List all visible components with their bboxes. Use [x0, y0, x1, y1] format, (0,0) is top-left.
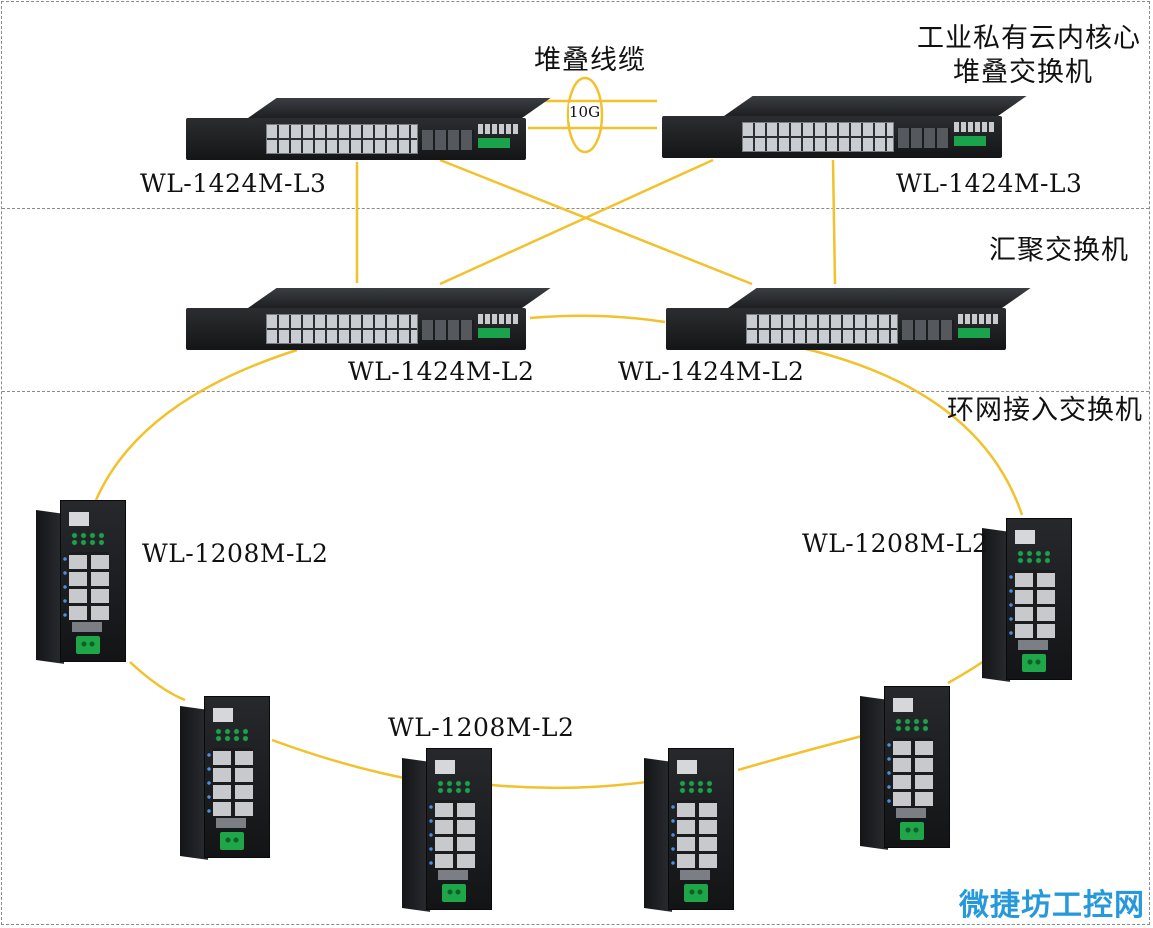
ring-link-4 [737, 733, 867, 772]
ring-left-model: WL-1208M-L2 [142, 539, 329, 568]
link-agg-interconnect [529, 314, 666, 324]
agg-switch-left [186, 288, 551, 350]
ring-link-2 [271, 738, 405, 780]
agg-right-model: WL-1424M-L2 [618, 357, 805, 386]
ring-switch-5 [860, 686, 956, 854]
core-switch-right [662, 96, 1027, 158]
ring-link-agg-left [94, 348, 298, 501]
aggregation-layer-label: 汇聚交换机 [989, 235, 1129, 266]
agg-switch-right [666, 288, 1031, 350]
ring-link-1 [129, 661, 186, 702]
ring-switch-1 [36, 500, 132, 668]
stack-speed-label: 10G [569, 103, 601, 121]
core-right-model: WL-1424M-L3 [896, 169, 1083, 198]
core-aggregation-divider [2, 208, 1149, 209]
link-core-right-agg-right [831, 159, 837, 285]
ring-switch-2 [180, 696, 276, 864]
ring-switch-4 [644, 748, 740, 916]
ring-link-3 [491, 780, 647, 790]
ring-right-model: WL-1208M-L2 [802, 529, 989, 558]
stack-bundle-ellipse [566, 76, 604, 154]
core-switch-left [186, 98, 551, 160]
core-layer-label-line2: 堆叠交换机 [953, 57, 1093, 88]
ring-switch-6 [982, 518, 1078, 686]
link-core-left-agg-right [439, 158, 753, 286]
ring-link-agg-right [801, 346, 1024, 516]
watermark-logo: 微捷坊工控网 [959, 888, 1145, 923]
stack-cable-label: 堆叠线缆 [534, 45, 646, 76]
aggregation-access-divider [2, 391, 1149, 392]
core-layer-label: 工业私有云内核心 [917, 23, 1141, 54]
ring-bottom-model: WL-1208M-L2 [388, 713, 575, 742]
ring-switch-3 [402, 748, 498, 916]
agg-left-model: WL-1424M-L2 [348, 357, 535, 386]
access-layer-label: 环网接入交换机 [947, 395, 1143, 426]
link-core-right-agg-left [439, 158, 714, 286]
core-left-model: WL-1424M-L3 [140, 169, 327, 198]
